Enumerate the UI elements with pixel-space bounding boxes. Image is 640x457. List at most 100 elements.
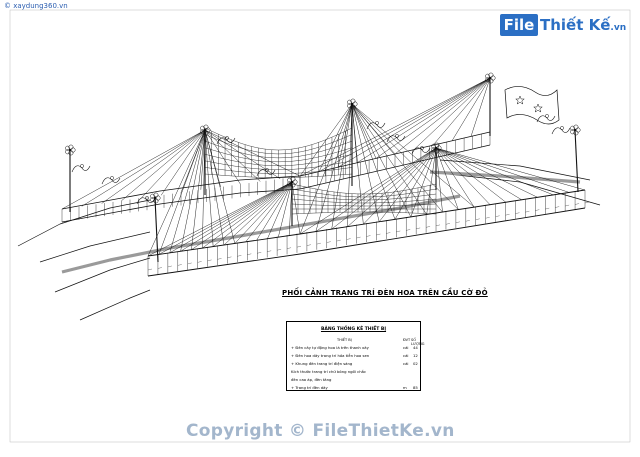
light-net-upper: [204, 127, 353, 151]
light-cable: [315, 147, 437, 232]
light-cable: [288, 181, 293, 236]
copyright-watermark: Copyright © FileThietKe.vn: [186, 421, 455, 441]
table-cell-name: Kích thước trang trí chữ bóng ngồi chắc: [291, 369, 367, 374]
vine-ornament: [71, 165, 91, 173]
light-cable: [141, 129, 206, 199]
wall-panel-mark: [187, 262, 192, 265]
wall-panel-mark: [584, 201, 590, 204]
light-cable: [435, 147, 522, 200]
wall-panel-mark: [535, 209, 540, 211]
table-cell-unit: cái: [403, 353, 409, 358]
light-cable: [394, 77, 491, 155]
flower-petal: [65, 149, 71, 155]
table-cell-unit: cái: [403, 361, 409, 366]
table-header-cell: THIẾT BỊ: [337, 338, 352, 342]
wall-panel-mark: [485, 217, 490, 219]
light-cable: [331, 103, 353, 230]
logo-domain-text: .vn: [610, 23, 627, 33]
wall-panel-mark: [157, 267, 162, 269]
wall-panel-mark: [555, 206, 560, 208]
light-cable: [351, 103, 380, 222]
vine-bud: [110, 176, 114, 180]
light-cable: [435, 147, 554, 196]
flower-petal: [490, 75, 496, 81]
light-cable: [200, 129, 206, 190]
equipment-stats-table: BẢNG THỐNG KÊ THIẾT BỊ THIẾT BỊ ĐVT SỐ L…: [286, 321, 424, 392]
table-cell-name: + Khung đèn trang trí điện sáng: [291, 361, 353, 366]
light-cable: [426, 147, 437, 215]
vine-ornament: [101, 177, 121, 185]
wall-panel-mark: [426, 226, 431, 228]
light-cable: [470, 77, 491, 137]
wall-panel-mark: [435, 224, 441, 226]
light-cable: [351, 103, 427, 215]
table-body: + Đèn cây tự động hoa lá trên thanh xây …: [291, 344, 418, 392]
light-cable: [256, 181, 293, 241]
wall-panel-mark: [565, 204, 570, 207]
light-cable: [347, 147, 437, 227]
light-cable: [413, 77, 491, 150]
table-cell-unit: cái: [403, 345, 409, 350]
vine-bud: [545, 114, 549, 118]
wall-panel-mark: [147, 268, 153, 271]
light-cable: [278, 181, 293, 238]
star-icon: [515, 95, 525, 105]
upper-railing-top: [61, 175, 301, 210]
table-row: + Khung đèn trang trí điện sáng cái 02: [291, 360, 418, 368]
wall-panel-mark: [197, 261, 202, 263]
vine-ornament: [536, 115, 556, 123]
watermark-top: © xaydung360.vn: [4, 2, 68, 10]
wall-panel-mark: [495, 215, 500, 217]
vine-bud: [80, 164, 84, 168]
light-cable: [158, 129, 206, 255]
star-banner: [504, 86, 560, 125]
light-cable: [331, 147, 437, 230]
flower-petal: [575, 127, 581, 133]
flower-petal: [200, 125, 206, 131]
light-cable: [299, 103, 353, 235]
light-cable: [347, 103, 353, 227]
table-row: đèn cao áp, đèn tăng: [291, 376, 416, 384]
table-cell-name: + Đèn hoa dây trang trí hỏa tiễn hoa sen: [291, 353, 370, 358]
wall-panel-mark: [326, 241, 331, 243]
wall-panel-mark: [445, 223, 450, 225]
table-cell-qty: 44: [413, 345, 418, 350]
vine-ornament: [136, 197, 156, 205]
road-edge-line: [429, 171, 601, 206]
light-cable: [101, 129, 206, 204]
wall-panel-mark: [545, 207, 550, 210]
light-cable: [363, 147, 437, 225]
light-cable: [351, 103, 377, 159]
road-edge-line: [439, 159, 591, 181]
light-cable: [351, 103, 475, 208]
light-cable: [61, 129, 206, 210]
wall-panel-mark: [277, 249, 282, 251]
site-logo[interactable]: File Thiết Kế.vn: [500, 12, 626, 40]
light-cable: [375, 77, 491, 159]
flower-petal: [570, 125, 576, 131]
light-cable: [435, 147, 570, 193]
flower-petal: [485, 73, 491, 79]
light-cable: [267, 181, 293, 239]
table-title: BẢNG THỐNG KÊ THIẾT BỊ: [320, 327, 387, 332]
light-cable: [213, 181, 293, 247]
vine-bud: [145, 196, 149, 200]
wall-panel-mark: [366, 235, 371, 237]
light-cable: [204, 129, 221, 188]
logo-box-text: File: [500, 14, 538, 36]
wall-panel-mark: [525, 210, 530, 213]
vine-ornament: [551, 127, 571, 135]
light-cable: [394, 147, 437, 220]
light-cable: [435, 147, 443, 213]
light-cable: [204, 129, 225, 246]
light-cable: [435, 147, 586, 191]
flower-petal: [65, 145, 71, 151]
light-cable: [318, 103, 353, 172]
flower-petal: [150, 193, 156, 199]
logo-brand-text: Thiết Kế: [540, 16, 611, 34]
light-cable: [299, 147, 437, 235]
lane-stripe: [429, 170, 581, 184]
table-cell-unit: m: [403, 385, 407, 390]
